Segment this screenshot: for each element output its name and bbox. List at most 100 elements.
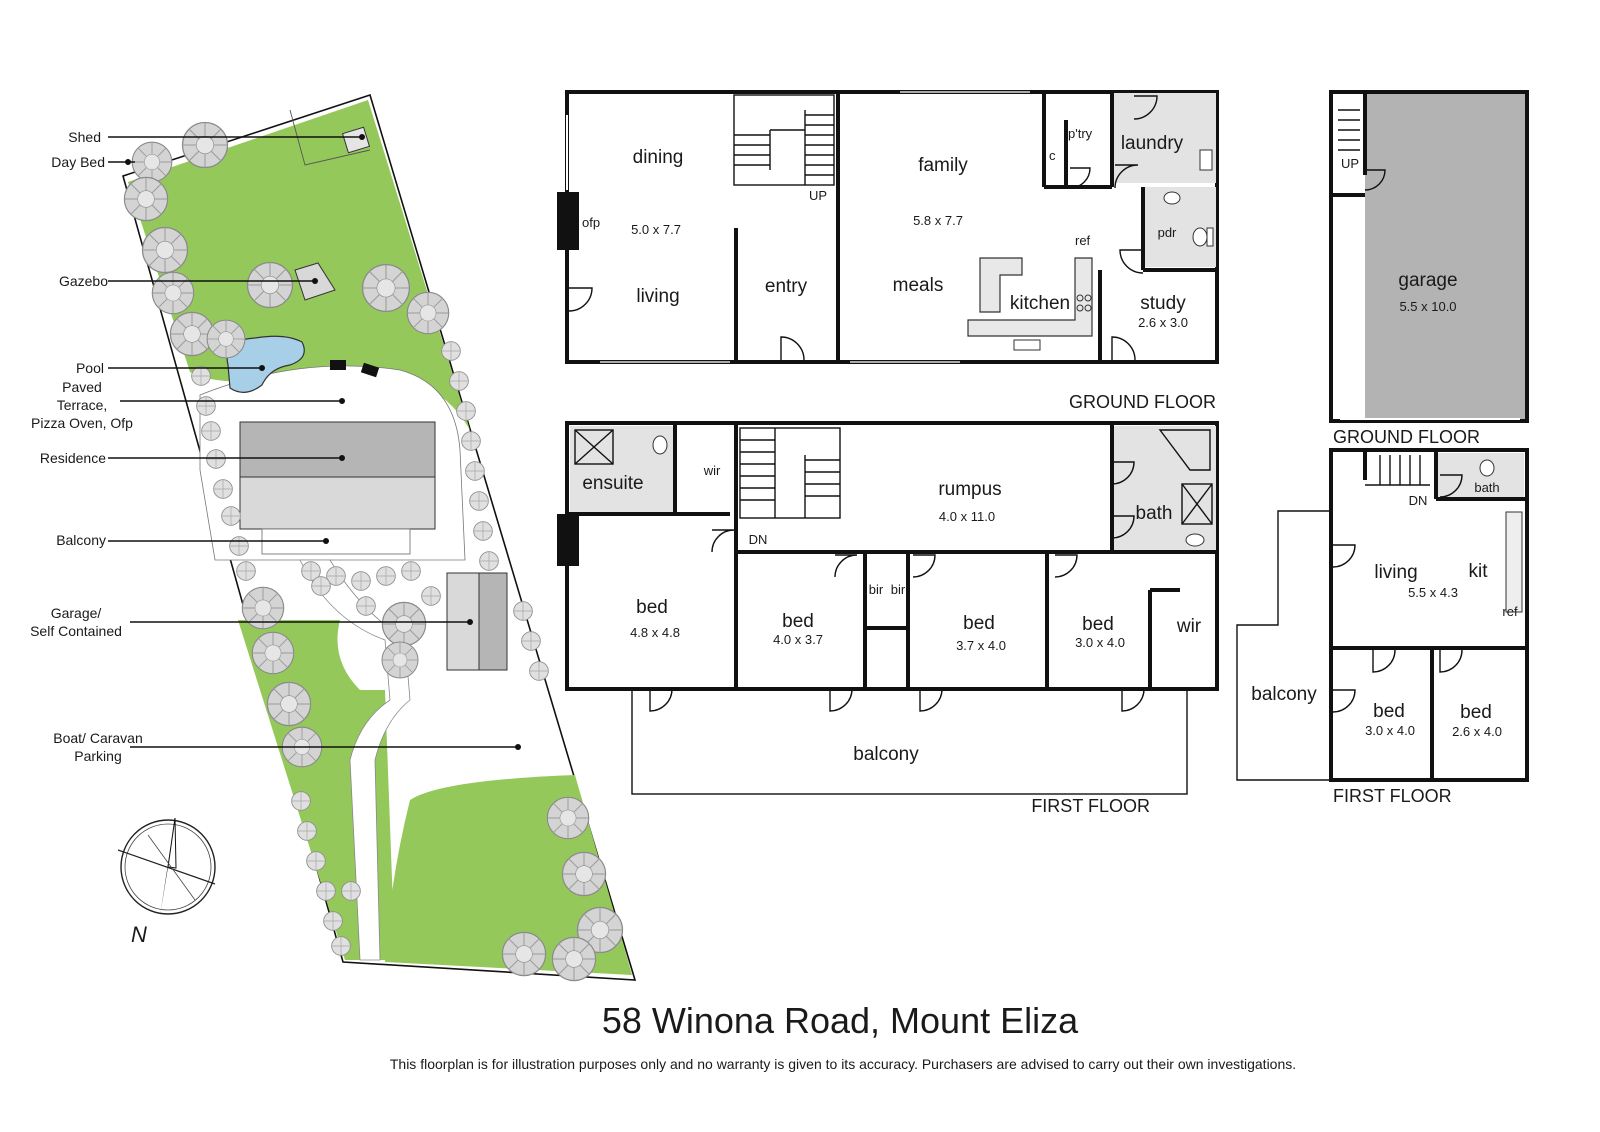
tree-icon [123,176,169,222]
label-terrace: Terrace, [57,397,108,413]
garage-first-internal-walls [1331,450,1527,780]
north-label: N [131,922,147,947]
label-ref: ref [1075,233,1091,248]
room-family: family [918,155,968,176]
label-gazebo: Gazebo [59,273,108,289]
room-wir: wir [703,463,721,478]
pizza-oven [330,360,346,370]
label-paved: Paved [62,379,102,395]
room-study: study [1140,293,1186,314]
label-garage: Garage/ [51,605,102,621]
room-bir-2: bir [891,582,906,597]
label-parking: Parking [74,748,121,764]
dim-garage-living: 5.5 x 4.3 [1408,585,1458,600]
room-kit: kit [1469,561,1489,582]
room-wir-2: wir [1176,616,1202,637]
room-balcony: balcony [853,744,919,765]
room-bed-2: bed [782,611,814,632]
dim-garage-bed-2: 2.6 x 4.0 [1452,724,1502,739]
tree-icon [266,681,312,727]
first-internal-walls [567,423,1216,689]
stairs-icon [1365,455,1430,486]
dim-bed-2: 4.0 x 3.7 [773,632,823,647]
tree-icon [381,641,419,679]
label-ofp: ofp [582,215,600,230]
room-meals: meals [893,275,944,296]
dim-garage-bed-1: 3.0 x 4.0 [1365,723,1415,738]
label-cupboard: c [1049,148,1056,163]
floor-label-main-first: FIRST FLOOR [1031,796,1150,816]
room-garage: garage [1398,270,1457,291]
label-residence: Residence [40,450,106,466]
north-arrow-icon: N [117,817,216,947]
site-leader-dots [125,134,521,750]
room-garage-living: living [1374,562,1417,583]
dim-garage: 5.5 x 10.0 [1399,299,1456,314]
room-pdr: pdr [1158,225,1177,240]
room-garage-bed-1: bed [1373,701,1405,722]
main-ground-floor: dining 5.0 x 7.7 ofp living entry UP fam… [557,90,1219,412]
tree-icon [169,311,215,357]
sink-icon [1013,339,1041,351]
dim-dining: 5.0 x 7.7 [631,222,681,237]
tree-icon [561,851,607,897]
garage-first-floor: DN bath living 5.5 x 4.3 kit ref balcony… [1236,448,1529,806]
dim-family: 5.8 x 7.7 [913,213,963,228]
room-garage-balcony: balcony [1251,684,1317,705]
first-floor-balcony [631,688,1188,795]
label-garage-ref: ref [1502,604,1518,619]
shed-fence [289,109,371,166]
shower-icon [574,429,1213,525]
toilet-icon [1163,191,1214,247]
shed [341,126,371,154]
label-stairs-up: UP [809,188,827,203]
tree-icon [361,263,411,313]
residence-roof [239,421,436,555]
room-bed-3: bed [963,613,995,634]
room-rumpus: rumpus [938,479,1001,500]
room-ensuite: ensuite [582,473,643,494]
room-kitchen: kitchen [1010,293,1070,314]
tree-icon [501,931,547,977]
tree-icon [151,271,195,315]
door-swing-icon [1332,474,1463,713]
outdoor-fireplace [360,362,380,378]
dim-study: 2.6 x 3.0 [1138,315,1188,330]
site-leaders [108,136,518,748]
laundry-tub-icon [1199,149,1213,171]
label-garage-dn: DN [1409,493,1428,508]
garage-balcony-outline [1236,510,1331,781]
room-living: living [636,286,679,307]
label-stairs-down: DN [749,532,768,547]
room-bath: bath [1136,503,1173,524]
tree-icon [181,121,229,169]
disclaimer: This floorplan is for illustration purpo… [390,1056,1296,1072]
room-bir-1: bir [869,582,884,597]
floor-label-garage-ground: GROUND FLOOR [1333,427,1480,447]
ground-internal-walls [734,93,1216,362]
door-swing-icon [568,95,1158,361]
tree-icon [141,226,189,274]
dim-bed-1: 4.8 x 4.8 [630,625,680,640]
room-laundry: laundry [1121,133,1184,154]
door-swing-icon [1364,169,1386,191]
site-plan: Shed Day Bed Gazebo Pool Paved Terrace, … [30,93,637,982]
label-pizza-oven: Pizza Oven, Ofp [31,415,133,431]
fireplace-flue [557,514,579,566]
tree-icon [246,261,294,309]
page-title: 58 Winona Road, Mount Eliza [602,1000,1079,1041]
room-pantry: p'try [1068,126,1093,141]
tree-icon [206,319,246,359]
cooktop-icon [1076,294,1092,312]
toilet-icon [1479,459,1495,477]
kitchen-island [979,257,1023,313]
tree-icon [406,291,450,335]
garage-ground-floor: UP garage 5.5 x 10.0 GROUND FLOOR [1329,90,1529,447]
room-dining: dining [633,147,684,168]
dim-bed-4: 3.0 x 4.0 [1075,635,1125,650]
fireplace-icon [557,192,579,250]
dim-rumpus: 4.0 x 11.0 [939,509,995,524]
dim-bed-3: 3.7 x 4.0 [956,638,1006,653]
